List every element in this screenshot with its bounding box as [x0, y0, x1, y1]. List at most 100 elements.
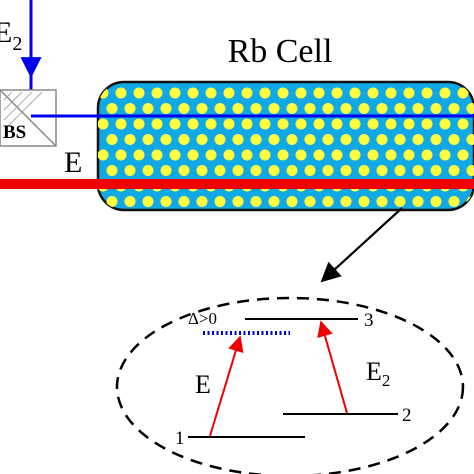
atom-dot — [340, 134, 352, 145]
atom-dot — [160, 134, 172, 145]
atom-dot — [349, 118, 361, 130]
atom-dot — [160, 103, 172, 114]
atom-dot — [196, 103, 208, 114]
atom-dot — [430, 165, 442, 176]
atom-dot — [187, 87, 199, 99]
atom-dot — [331, 149, 343, 161]
atom-dot — [187, 149, 199, 161]
atom-dot — [277, 118, 289, 130]
atom-dot — [421, 149, 433, 161]
atom-dot — [259, 149, 271, 161]
atom-dot — [394, 103, 406, 114]
atom-dot — [295, 87, 307, 99]
atom-dot — [439, 149, 451, 161]
atom-dot — [196, 134, 208, 145]
atom-dot — [385, 149, 397, 161]
atom-dot — [403, 87, 415, 99]
atom-dot — [340, 196, 352, 207]
atom-dot — [98, 118, 109, 130]
atom-dot — [277, 149, 289, 161]
atom-dot — [232, 196, 244, 207]
bs-label: BS — [3, 122, 26, 143]
atom-dot — [331, 87, 343, 99]
atom-dot — [466, 103, 474, 114]
atom-dot — [169, 118, 181, 130]
atom-dot — [421, 87, 433, 99]
atom-dot — [250, 165, 262, 176]
atom-dot — [358, 165, 370, 176]
atom-dot — [187, 118, 199, 130]
atom-dot — [439, 87, 451, 99]
atom-dot — [223, 149, 235, 161]
energy-level-inset — [115, 296, 465, 474]
atom-dot — [376, 165, 388, 176]
atom-dot — [448, 196, 460, 207]
atom-dot — [376, 134, 388, 145]
atom-dot — [385, 118, 397, 130]
atom-dot — [151, 87, 163, 99]
atom-dot — [457, 87, 469, 99]
atom-dot — [106, 196, 118, 207]
atom-dot — [322, 196, 334, 207]
atom-dot — [295, 118, 307, 130]
atom-dot — [412, 196, 424, 207]
atom-dot — [466, 134, 474, 145]
atom-dot — [250, 134, 262, 145]
atom-dot — [178, 103, 190, 114]
atom-dot — [367, 118, 379, 130]
atom-dot — [142, 165, 154, 176]
atom-dot — [232, 134, 244, 145]
atom-dot — [268, 196, 280, 207]
beamsplitter — [0, 89, 57, 147]
atom-dot — [448, 134, 460, 145]
atom-dot — [322, 134, 334, 145]
atom-dot — [205, 87, 217, 99]
atom-dot — [142, 134, 154, 145]
atom-dot — [106, 134, 118, 145]
atom-dot — [268, 165, 280, 176]
atom-dot — [367, 149, 379, 161]
atom-dot — [160, 196, 172, 207]
atom-dot — [376, 196, 388, 207]
level-2-label: 2 — [402, 405, 412, 426]
atom-dot — [169, 87, 181, 99]
atom-dot — [304, 103, 316, 114]
atom-dot — [430, 196, 442, 207]
atom-dot — [448, 165, 460, 176]
atom-dot — [466, 165, 474, 176]
atom-dot — [178, 165, 190, 176]
atom-dot — [124, 103, 136, 114]
atom-dot — [430, 134, 442, 145]
atom-dot — [331, 118, 343, 130]
atom-dot — [412, 165, 424, 176]
e2-label: E2 — [0, 16, 22, 55]
atom-dot — [376, 103, 388, 114]
atom-dot — [250, 196, 262, 207]
cell-title: Rb Cell — [228, 33, 333, 70]
atom-dot — [394, 134, 406, 145]
atom-dot — [106, 165, 118, 176]
atom-dot — [412, 134, 424, 145]
atom-dot — [223, 87, 235, 99]
atom-dot — [358, 134, 370, 145]
atom-dot — [358, 196, 370, 207]
e-beam-label: E — [64, 146, 82, 179]
atom-dot — [358, 103, 370, 114]
atom-dot — [205, 118, 217, 130]
zoom-arrow — [320, 207, 403, 283]
atom-dot — [142, 196, 154, 207]
rb-cell — [96, 80, 474, 212]
atom-dot — [286, 196, 298, 207]
atom-dot — [313, 149, 325, 161]
atom-dot — [115, 118, 127, 130]
atom-dot — [412, 103, 424, 114]
atom-dot — [403, 149, 415, 161]
atom-dot — [259, 87, 271, 99]
atom-dot — [349, 149, 361, 161]
atom-dot — [268, 103, 280, 114]
atom-dot — [133, 149, 145, 161]
atom-dot — [241, 118, 253, 130]
atom-dot — [250, 103, 262, 114]
atom-dot — [133, 118, 145, 130]
atom-dot — [430, 103, 442, 114]
